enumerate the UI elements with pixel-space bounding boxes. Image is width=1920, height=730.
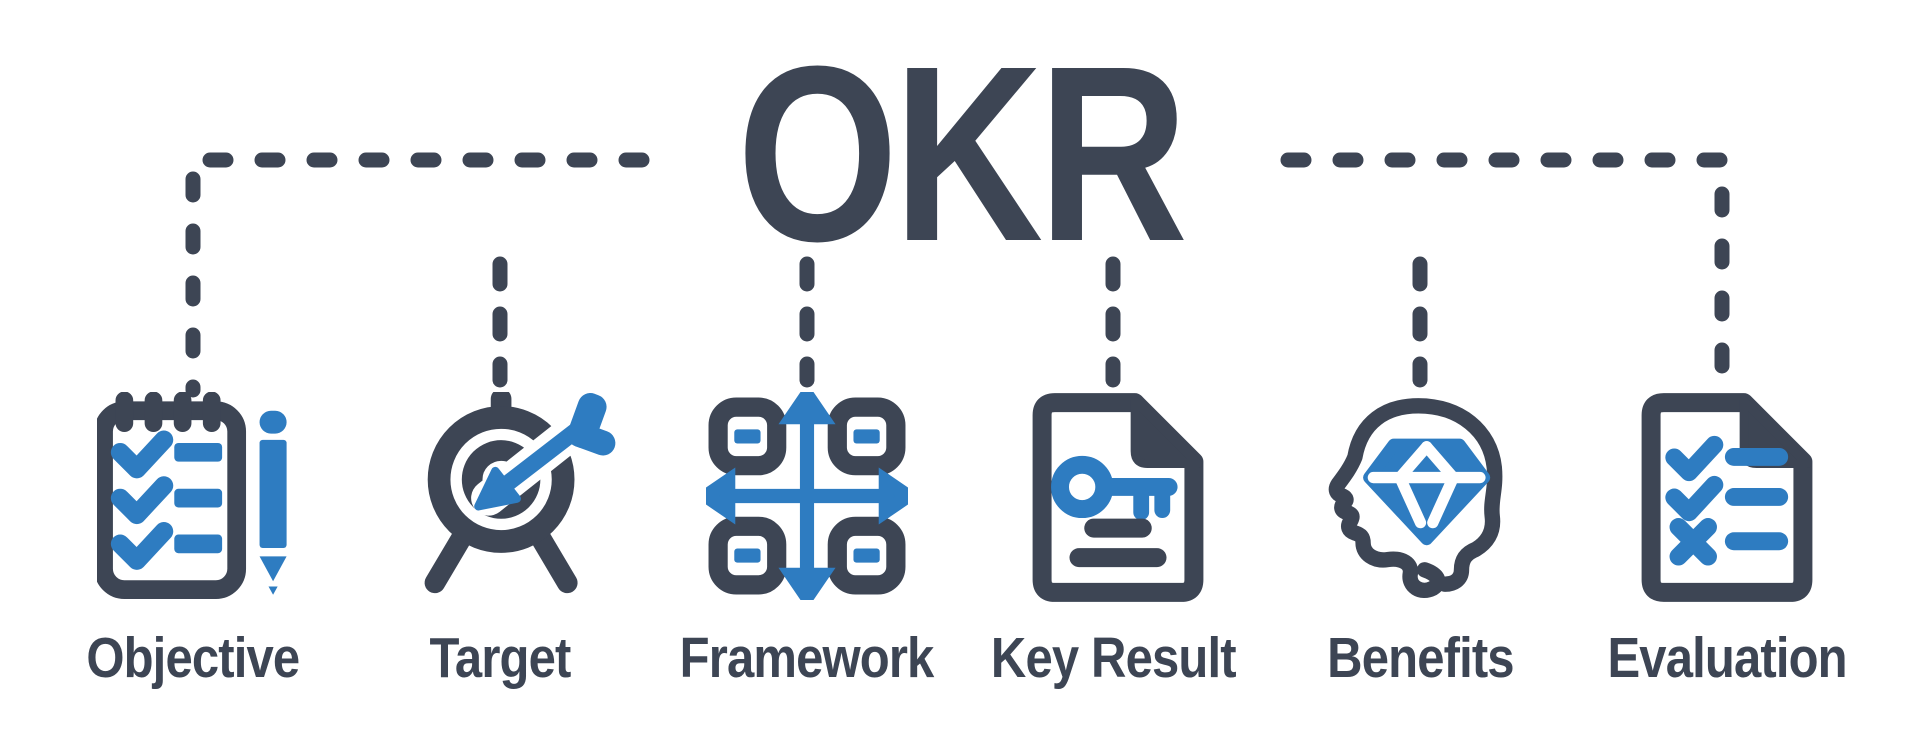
item-framework: Framework — [657, 392, 957, 687]
item-evaluation: Evaluation — [1577, 392, 1877, 687]
item-target: Target — [350, 392, 650, 687]
item-label-framework: Framework — [680, 626, 935, 690]
item-key-result: Key Result — [963, 392, 1263, 687]
item-label-evaluation: Evaluation — [1607, 626, 1847, 690]
head-gem-icon — [1328, 398, 1502, 598]
item-benefits: Benefits — [1270, 392, 1570, 687]
notepad-checklist-icon — [97, 392, 287, 599]
evaluation-checklist-icon — [1641, 393, 1813, 602]
connector-left — [185, 152, 650, 398]
page-title: OKR — [736, 14, 1188, 293]
connector-right — [1280, 152, 1730, 398]
framework-grid-arrows-icon — [706, 392, 908, 600]
item-label-target: Target — [429, 626, 571, 690]
item-label-key-result: Key Result — [990, 626, 1237, 690]
target-arrow-icon — [424, 392, 615, 594]
item-objective: Objective — [43, 392, 343, 687]
key-document-icon — [1032, 393, 1204, 602]
item-label-benefits: Benefits — [1326, 626, 1514, 690]
item-label-objective: Objective — [86, 626, 301, 690]
